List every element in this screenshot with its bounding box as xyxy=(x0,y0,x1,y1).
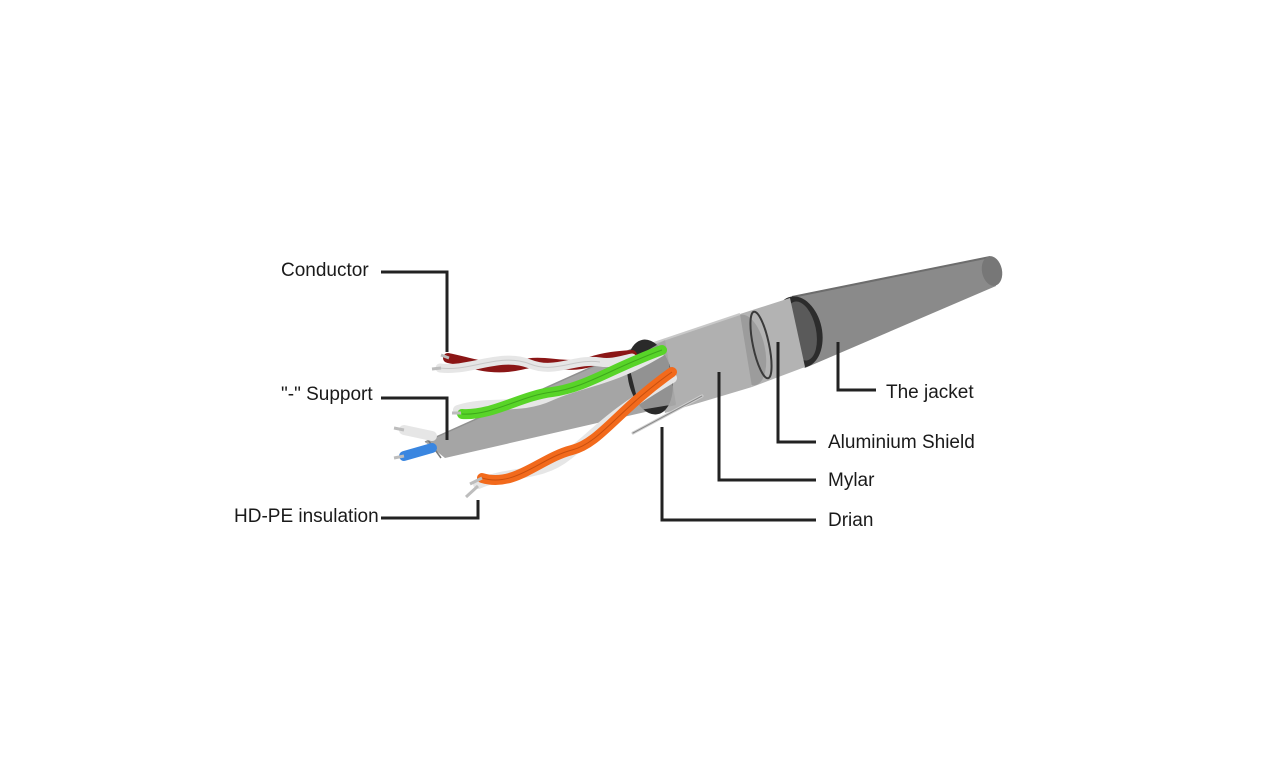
conductor-label: Conductor xyxy=(281,260,369,281)
mylar-tube xyxy=(647,313,752,413)
aluminium-shield-leader xyxy=(776,342,816,444)
support-leader xyxy=(381,396,449,440)
drain-label: Drian xyxy=(828,510,873,531)
brown-pair xyxy=(431,350,637,374)
drain-wire xyxy=(631,394,704,435)
insulation-leader xyxy=(381,500,480,520)
drain-leader xyxy=(660,427,816,522)
orange-pair xyxy=(464,367,677,499)
conductor-leader xyxy=(381,270,449,352)
jacket-leader xyxy=(836,342,876,392)
insulation-label: HD-PE insulation xyxy=(234,506,379,527)
aluminium-shield-label: Aluminium Shield xyxy=(828,432,975,453)
blue-pair xyxy=(393,425,437,461)
mylar-label: Mylar xyxy=(828,470,875,491)
green-pair xyxy=(452,345,667,420)
mylar-leader xyxy=(717,372,816,482)
cable-jacket xyxy=(773,256,1003,368)
support-label: "-" Support xyxy=(281,384,373,405)
jacket-label: The jacket xyxy=(886,382,974,403)
